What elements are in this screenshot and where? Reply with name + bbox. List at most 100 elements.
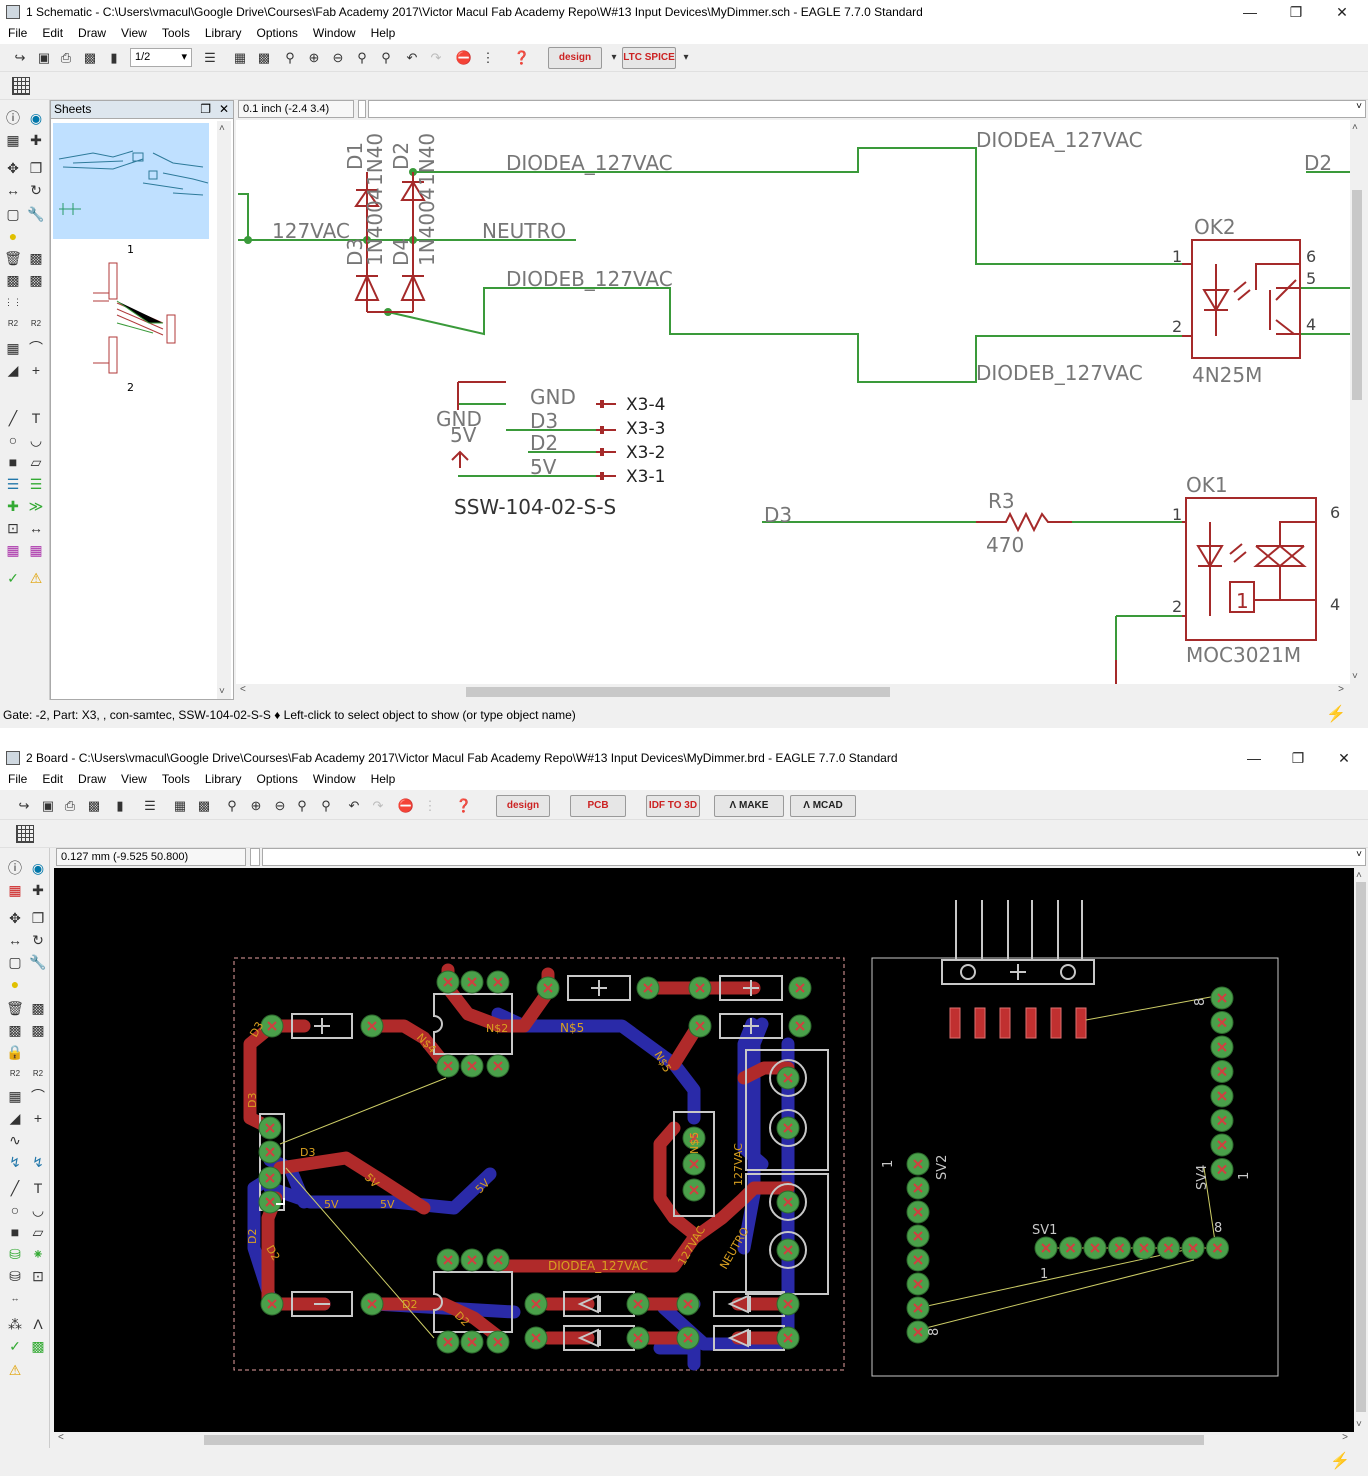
move-icon[interactable]: ✥ [7, 160, 19, 176]
optimize-icon[interactable]: + [33, 1110, 43, 1126]
text-icon[interactable]: T [33, 1180, 43, 1196]
menu-library[interactable]: Library [204, 26, 242, 40]
net-icon[interactable]: ☰ [29, 476, 43, 492]
menu-view[interactable]: View [121, 772, 147, 786]
board-vthumb[interactable] [1356, 882, 1366, 1412]
float-icon[interactable]: ❐ [200, 102, 211, 116]
sheet-thumbnails[interactable]: 1 2 [53, 123, 223, 403]
design-link-button[interactable]: design link [548, 47, 602, 83]
attribute-icon[interactable]: ⊡ [7, 520, 19, 536]
make-button[interactable]: Λ MAKE [714, 795, 784, 817]
junction-icon[interactable]: ✚ [7, 498, 19, 514]
design-link-button[interactable]: design link [496, 795, 550, 831]
stop-go-icon[interactable]: ⚡ [1330, 1453, 1350, 1470]
print-icon[interactable]: ⎙ [60, 50, 72, 65]
zoom-fit-icon[interactable]: ⚲ [285, 50, 295, 65]
polygon-icon[interactable]: ▱ [32, 1224, 44, 1240]
menu-draw[interactable]: Draw [78, 26, 107, 40]
pinswap-icon[interactable]: ▩ [8, 1022, 22, 1038]
pinswap-icon[interactable]: ▩ [6, 272, 20, 288]
scroll-up-icon[interactable]: ˄ [219, 123, 225, 134]
stop-icon[interactable]: ⛔ [397, 798, 415, 813]
route-icon[interactable]: ↯ [9, 1154, 21, 1170]
miter-icon[interactable]: ⌒ [31, 1088, 45, 1104]
mirror-icon[interactable]: ↔ [8, 932, 22, 948]
polygon-icon[interactable]: ▱ [30, 454, 42, 470]
schematic-canvas[interactable]: D1 1N40 D2 1N40 D3 1N4004 D4 1N4004 DIOD… [236, 120, 1350, 684]
schematic-switch-icon[interactable]: ☰ [144, 798, 156, 813]
schematic-command-input[interactable]: ˅ [368, 100, 1366, 118]
circle-icon[interactable]: ○ [10, 1202, 20, 1218]
rect-icon[interactable]: ■ [8, 454, 18, 470]
bus-icon[interactable]: ☰ [6, 476, 20, 492]
undo-icon[interactable]: ↶ [348, 798, 360, 813]
script-icon[interactable]: ▦ [233, 50, 247, 65]
name-icon[interactable]: R2 [7, 319, 19, 328]
zoom-in-icon[interactable]: ⊕ [250, 798, 262, 813]
undo-icon[interactable]: ↶ [406, 50, 418, 65]
save-icon[interactable]: ▣ [41, 798, 55, 813]
split-icon[interactable]: ◢ [9, 1110, 21, 1126]
board-hscroll[interactable]: ˂˃ [54, 1432, 1354, 1446]
menu-view[interactable]: View [121, 26, 147, 40]
menu-file[interactable]: File [8, 26, 28, 40]
change-icon[interactable]: 🔧 [27, 206, 45, 222]
pcb-quote-button[interactable]: PCB QUOTE [570, 795, 626, 831]
go-icon[interactable]: ⋮ [423, 798, 437, 813]
value-icon[interactable]: R2 [32, 1069, 44, 1078]
zoom-in-icon[interactable]: ⊕ [308, 50, 320, 65]
split-icon[interactable]: ◢ [7, 362, 19, 378]
paste-icon[interactable]: ● [10, 976, 20, 992]
add-icon[interactable]: ▩ [31, 1000, 45, 1016]
mirror-icon[interactable]: ↔ [6, 182, 20, 198]
scroll-left-icon[interactable]: ˂ [58, 1432, 64, 1443]
grid-icon[interactable] [12, 77, 30, 95]
menu-options[interactable]: Options [256, 772, 298, 786]
zoom-redraw-icon[interactable]: ⚲ [357, 50, 367, 65]
via-icon[interactable]: ⛁ [9, 1246, 21, 1262]
copy-icon[interactable]: ❐ [29, 160, 43, 176]
scroll-right-icon[interactable]: ˃ [1338, 684, 1344, 695]
text-icon[interactable]: T [31, 410, 41, 426]
redo-icon[interactable]: ↷ [430, 50, 442, 65]
minimize-icon[interactable]: — [1247, 750, 1261, 766]
arc-icon[interactable]: ◡ [29, 432, 43, 448]
smash-icon[interactable]: ▦ [6, 340, 20, 356]
drc-icon[interactable]: ✓ [9, 1338, 21, 1354]
scroll-right-icon[interactable]: ˃ [1342, 1432, 1348, 1443]
delete-icon[interactable]: 🗑 [4, 250, 22, 266]
gateswap-icon[interactable]: ⋮⋮ [4, 297, 22, 307]
menu-tools[interactable]: Tools [161, 772, 190, 786]
idf-to-3d-button[interactable]: IDF TO 3D [646, 795, 700, 817]
zoom-select-icon[interactable]: ⚲ [381, 50, 391, 65]
smash-icon[interactable]: ▦ [8, 1088, 22, 1104]
paste-icon[interactable]: ● [8, 228, 18, 244]
group-icon[interactable]: ▢ [6, 206, 20, 222]
mcad-button[interactable]: Λ MCAD [790, 795, 856, 817]
dimension-icon[interactable]: ↔ [10, 1293, 20, 1303]
arc-icon[interactable]: ◡ [31, 1202, 45, 1218]
schematic-hscroll[interactable]: ˂˃ [236, 684, 1350, 698]
delete-icon[interactable]: 🗑 [6, 1000, 24, 1016]
zoom-fit-icon[interactable]: ⚲ [227, 798, 237, 813]
warning-icon[interactable]: ⚠ [29, 570, 43, 586]
menu-file[interactable]: File [8, 772, 28, 786]
attribute-icon[interactable]: ⊡ [32, 1268, 44, 1284]
schematic-drawing[interactable]: D1 1N40 D2 1N40 D3 1N4004 D4 1N4004 DIOD… [236, 120, 1350, 684]
minimize-icon[interactable]: — [1243, 4, 1257, 20]
sheet-1-thumb-bg[interactable] [53, 123, 209, 239]
board-command-input[interactable]: ˅ [262, 848, 1366, 866]
cam-icon[interactable]: ▩ [83, 50, 97, 65]
menu-window[interactable]: Window [312, 772, 356, 786]
wire-icon[interactable]: ╱ [8, 410, 18, 426]
scroll-up-icon[interactable]: ˄ [1352, 122, 1358, 133]
label-icon[interactable]: ≫ [28, 498, 44, 514]
ripup-icon[interactable]: ↯ [32, 1154, 44, 1170]
display-icon[interactable]: ▦ [6, 132, 20, 148]
sheet-select[interactable]: 1/2▾ [130, 48, 192, 67]
rotate-icon[interactable]: ↻ [30, 182, 42, 198]
close-icon[interactable]: ✕ [1336, 4, 1348, 20]
wire-icon[interactable]: ╱ [10, 1180, 20, 1196]
invoke-icon[interactable]: + [31, 362, 41, 378]
scroll-up-icon[interactable]: ˄ [1356, 870, 1362, 881]
